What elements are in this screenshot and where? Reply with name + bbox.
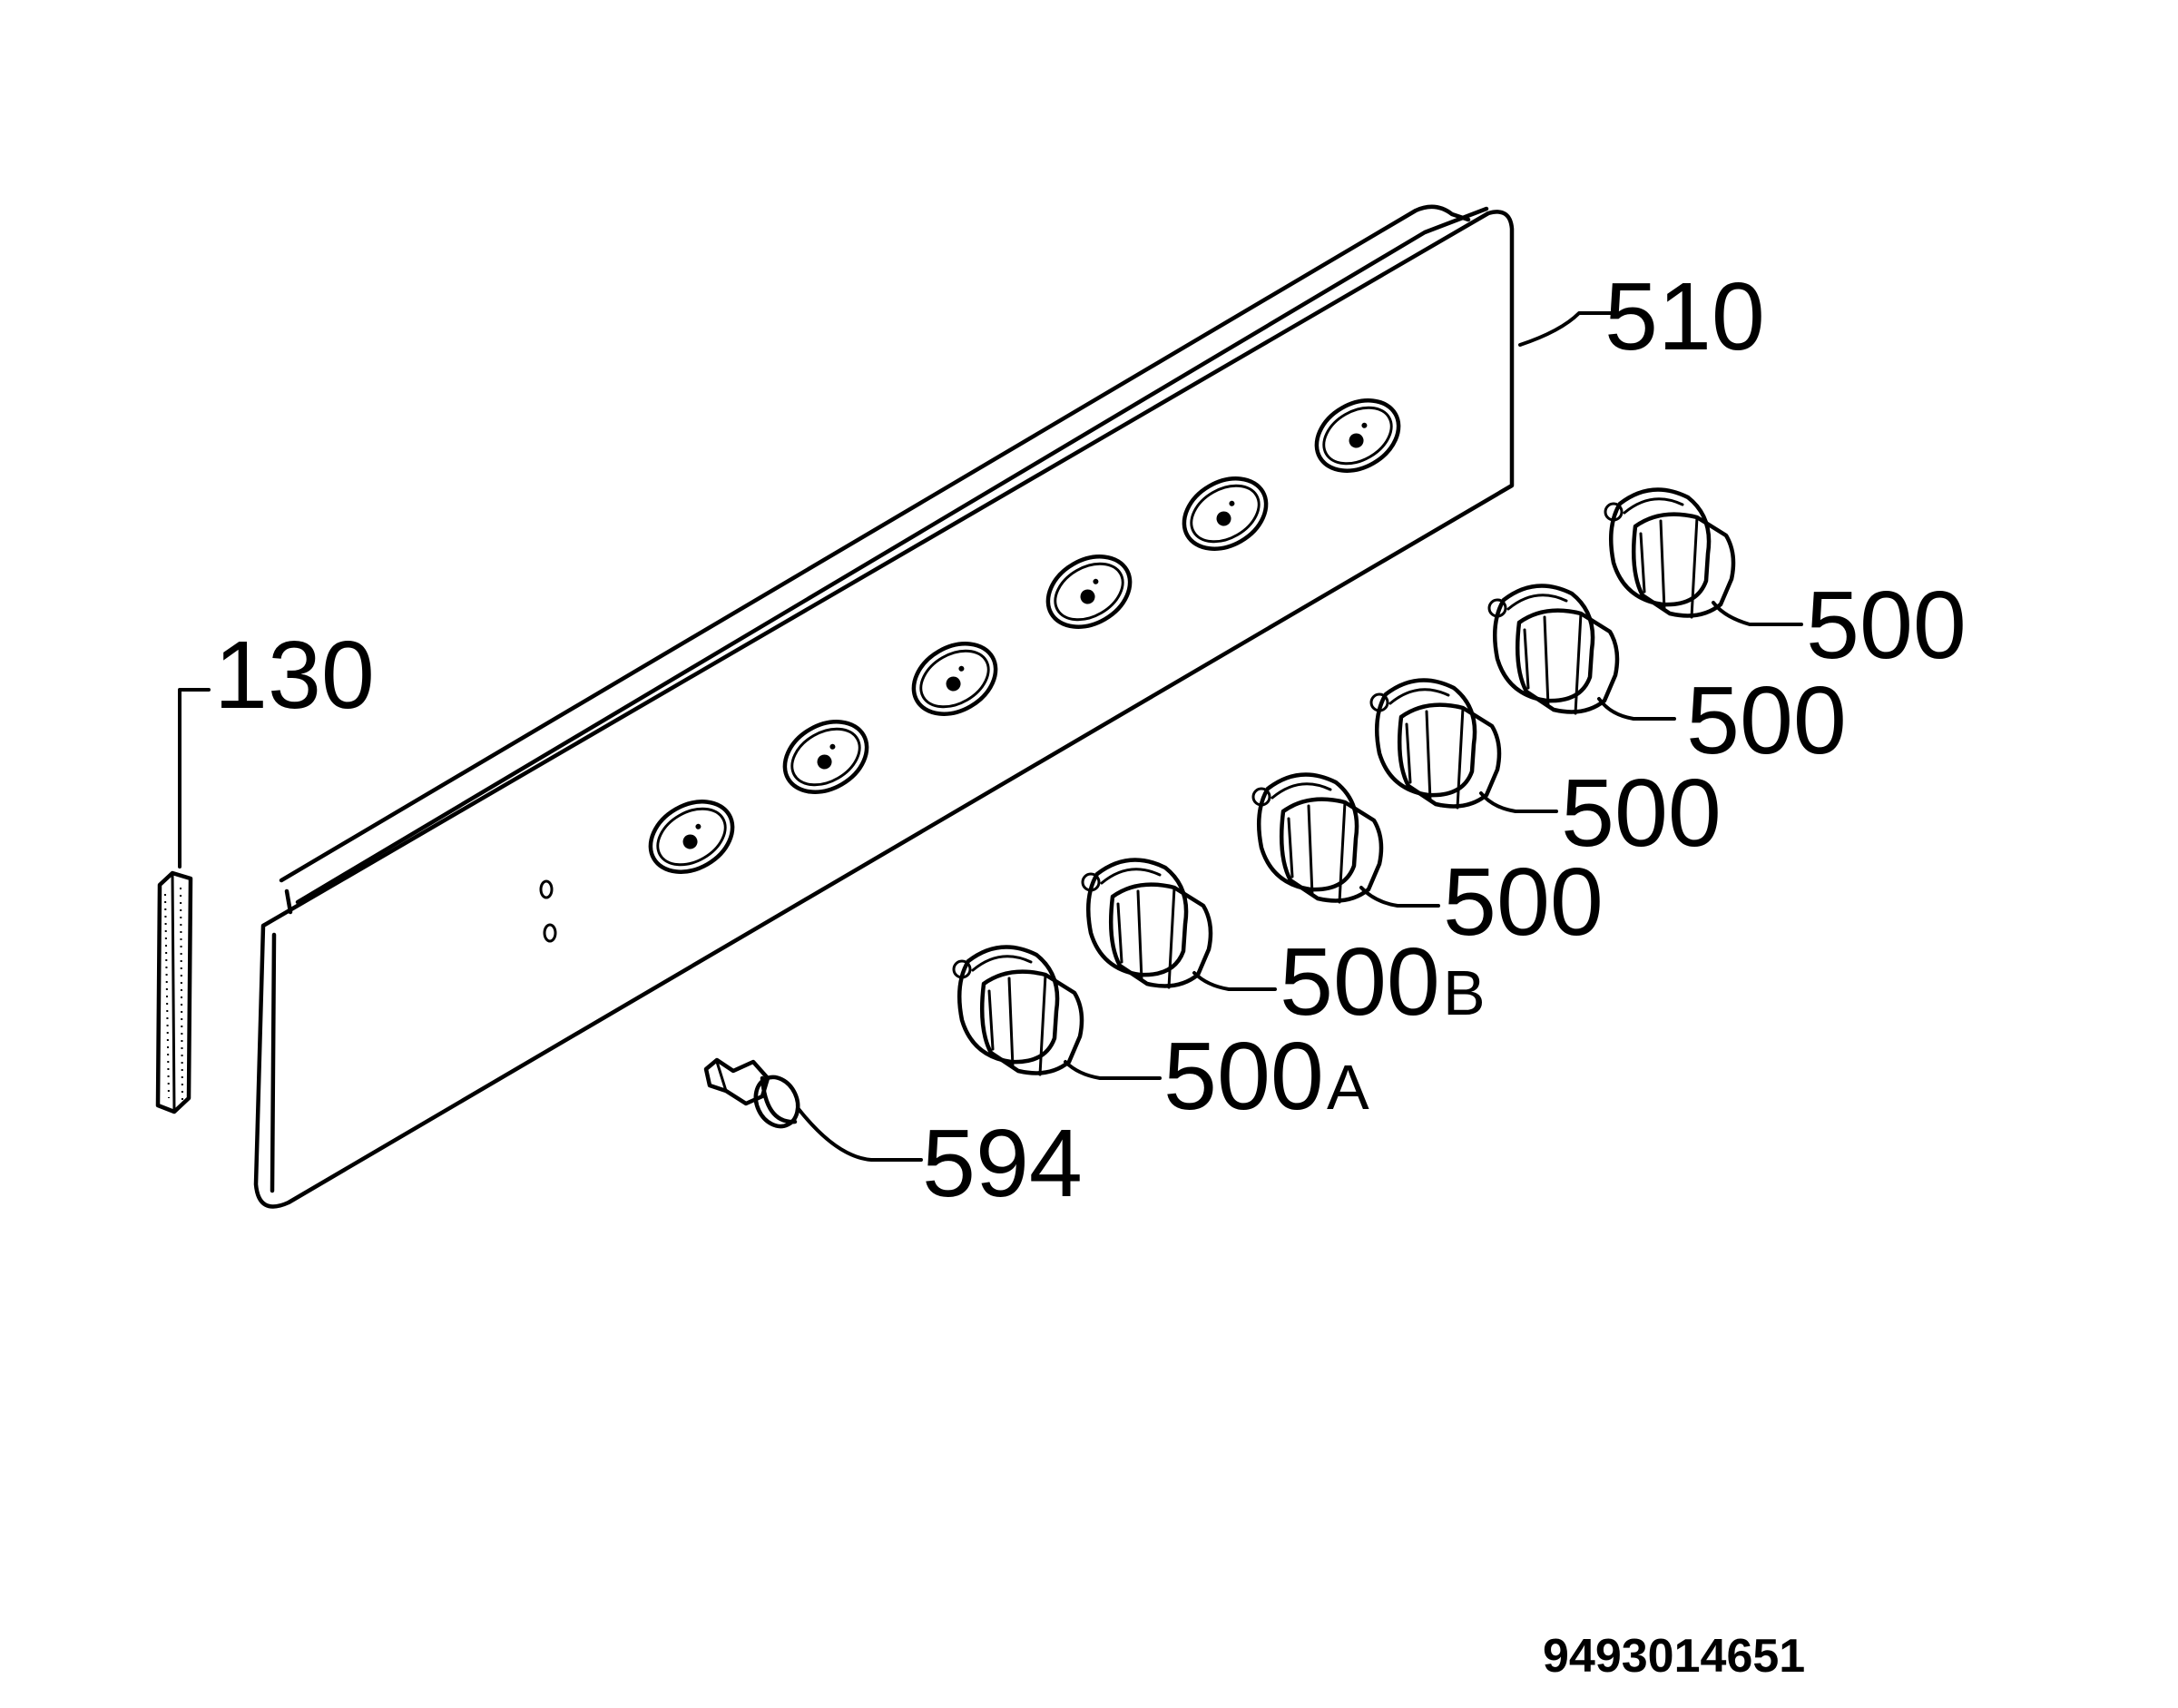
panel-knob-holes (648, 398, 1401, 874)
label-knob-6-suffix: A (1327, 1052, 1369, 1123)
label-knob-6: 500 (1163, 1023, 1324, 1130)
push-button (703, 1057, 800, 1129)
document-number: 9493014651 (1543, 1630, 1805, 1683)
label-strip: 130 (214, 622, 375, 729)
label-panel: 510 (1604, 263, 1765, 370)
label-knob-1: 500 (1806, 572, 1967, 679)
side-strip (155, 870, 193, 1114)
knob-1 (1605, 489, 1733, 617)
knob-2 (1489, 585, 1617, 713)
knob-6 (954, 947, 1082, 1075)
label-knob-5: 500 (1280, 928, 1440, 1036)
knob-5 (1083, 859, 1211, 987)
label-button: 594 (922, 1110, 1083, 1217)
knob-4 (1253, 774, 1381, 902)
indicator-lights (539, 879, 557, 943)
label-knob-3: 500 (1561, 760, 1722, 867)
label-knob-5-suffix: B (1443, 957, 1486, 1028)
label-knob-4: 500 (1443, 849, 1604, 956)
callout-labels: 510 130 500 500 500 500 500 B 500 A 594 (214, 263, 1967, 1217)
control-panel (253, 204, 1515, 1209)
label-knob-2: 500 (1686, 667, 1847, 774)
knob-3 (1371, 680, 1499, 808)
leader-lines (178, 311, 1803, 1162)
